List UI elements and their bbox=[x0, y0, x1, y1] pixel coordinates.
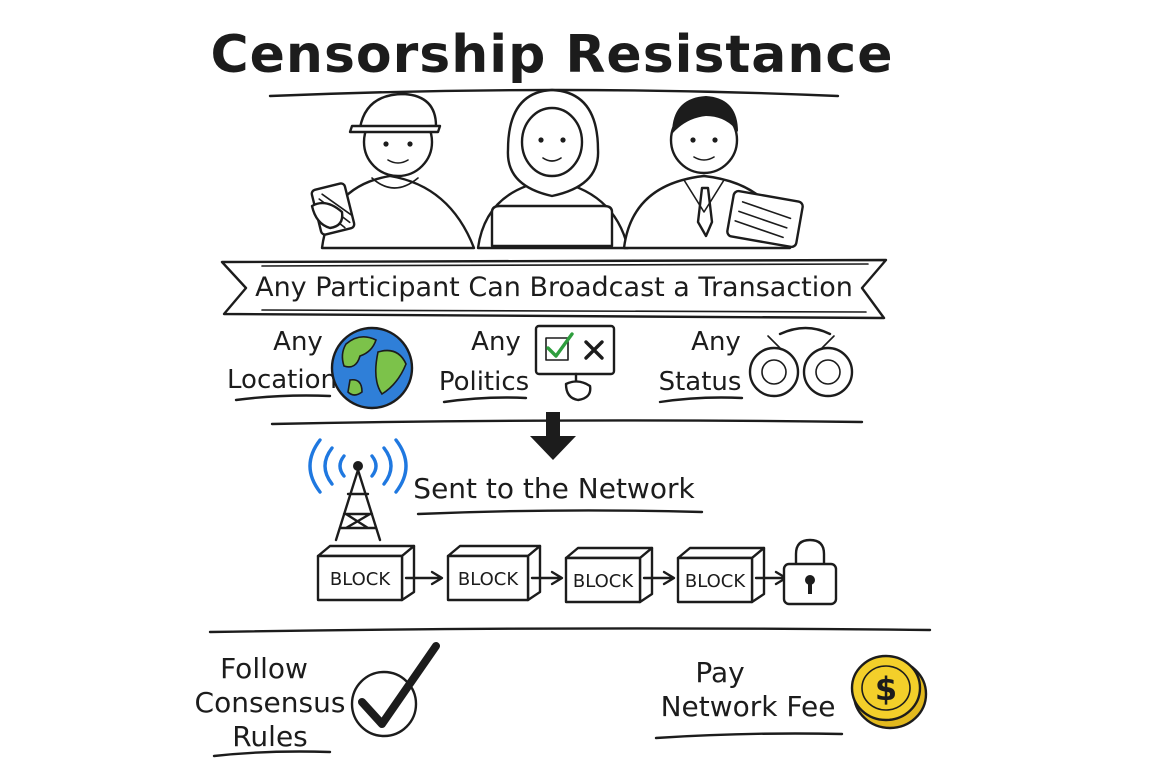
footer-right-line1: Pay bbox=[695, 656, 744, 689]
divider-lower bbox=[208, 627, 932, 634]
block-3: BLOCK bbox=[564, 546, 654, 604]
block-2-label: BLOCK bbox=[458, 569, 519, 590]
person-hijab-with-laptop bbox=[476, 88, 630, 250]
coin-symbol: $ bbox=[875, 670, 897, 708]
ballot-sign-icon bbox=[534, 324, 616, 402]
down-arrow-icon bbox=[530, 412, 576, 460]
qualifier-status-line1: Any bbox=[691, 327, 741, 357]
coin-icon: $ bbox=[850, 654, 928, 730]
footer-left-line1: Follow bbox=[220, 652, 308, 685]
footer-consensus: Follow Consensus Rules bbox=[195, 642, 440, 758]
blockchain: BLOCK BLOCK BLOCK BLOCK bbox=[316, 538, 838, 606]
footer-left-line3: Rules bbox=[232, 720, 308, 753]
qualifier-politics-line1: Any bbox=[471, 327, 521, 357]
padlock-icon bbox=[782, 538, 838, 606]
qualifier-status-line2: Status bbox=[659, 367, 742, 397]
page-title: Censorship Resistance bbox=[211, 25, 894, 85]
qualifier-status: Any Status bbox=[659, 326, 854, 404]
banner-ribbon: Any Participant Can Broadcast a Transact… bbox=[220, 258, 888, 320]
qualifier-location-line1: Any bbox=[273, 327, 323, 357]
globe-icon bbox=[330, 326, 414, 410]
qualifier-politics-line2: Politics bbox=[439, 367, 529, 397]
qualifier-politics: Any Politics bbox=[439, 324, 616, 404]
radio-tower-icon bbox=[308, 438, 408, 542]
block-1-label: BLOCK bbox=[330, 569, 391, 590]
footer-fee: Pay Network Fee $ bbox=[654, 654, 928, 740]
block-1: BLOCK bbox=[316, 544, 416, 602]
qualifier-location: Any Location bbox=[227, 326, 414, 410]
person-cap-with-phone bbox=[310, 92, 476, 250]
people-illustration bbox=[310, 88, 804, 250]
block-2: BLOCK bbox=[446, 544, 542, 602]
banner-text: Any Participant Can Broadcast a Transact… bbox=[255, 272, 853, 303]
checkmark-icon bbox=[350, 642, 440, 738]
footer-right-line2: Network Fee bbox=[661, 690, 836, 723]
person-suit-with-tablet bbox=[622, 96, 804, 250]
block-4: BLOCK bbox=[676, 546, 766, 604]
laptop-icon bbox=[490, 204, 614, 248]
block-4-label: BLOCK bbox=[685, 571, 746, 592]
network-label-underline bbox=[416, 509, 704, 516]
qualifier-location-line2: Location bbox=[227, 365, 337, 395]
network-label: Sent to the Network bbox=[413, 472, 695, 505]
block-3-label: BLOCK bbox=[573, 571, 634, 592]
footer-left-line2: Consensus bbox=[195, 686, 346, 719]
tablet-icon bbox=[726, 189, 804, 249]
handcuffs-icon bbox=[748, 326, 854, 398]
divider-upper bbox=[270, 419, 864, 426]
